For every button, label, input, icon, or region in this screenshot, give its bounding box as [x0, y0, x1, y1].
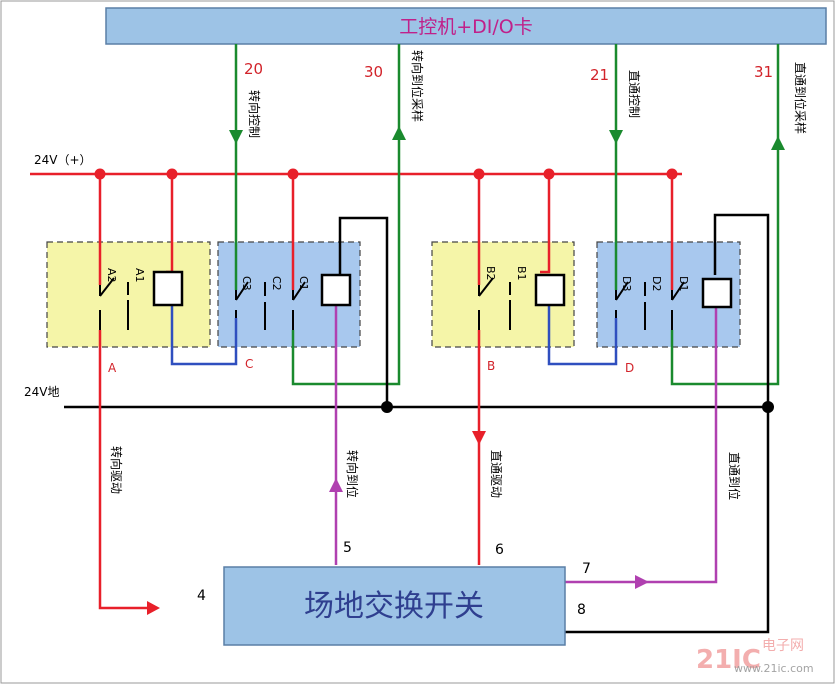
watermark-brand: 21IC: [696, 645, 761, 675]
straight-sample-arrow: [771, 136, 785, 150]
field-switch-label: 场地交换开关: [304, 589, 484, 624]
straight-control-arrow: [609, 130, 623, 144]
relay-label-c1: C1: [297, 276, 310, 291]
straight-control-label: 直通控制: [627, 70, 641, 118]
straight-drive-arrow: [472, 431, 486, 445]
blue-wires: [170, 305, 618, 366]
relay-contacts: [99, 277, 685, 330]
rail-24v-positive-label: 24V（+）: [34, 153, 92, 167]
node-label-c: C: [245, 357, 253, 371]
field-switch-box: [223, 566, 566, 646]
ground-dots: [381, 401, 774, 413]
turn-drive-arrow: [147, 601, 160, 615]
pin-8-label: 8: [577, 602, 586, 618]
coil-b: [534, 273, 566, 307]
node-label-b: B: [487, 359, 495, 373]
watermark-logo: 21IC 电子网 www.21ic.com: [696, 638, 814, 675]
turn-control-label: 转向控制: [247, 90, 262, 138]
rail-24v-ground-label: 24V地: [24, 385, 59, 399]
red-rail-dots: [94, 168, 678, 180]
magenta-wires: [334, 305, 718, 584]
relay-label-b2: B2: [484, 266, 497, 281]
black-wires: [338, 213, 770, 634]
coil-a: [152, 270, 184, 307]
turn-control-arrow: [229, 130, 243, 144]
coil-d: [701, 277, 733, 309]
relay-label-d1: D1: [677, 276, 690, 291]
watermark-cn: 电子网: [762, 638, 804, 654]
pin-5-label: 5: [343, 540, 352, 556]
straight-in-place-label: 直通到位: [727, 452, 742, 500]
pin-4-label: 4: [197, 588, 206, 604]
turn-in-place-label: 转向到位: [345, 450, 360, 498]
signal-number-21: 21: [590, 66, 609, 84]
node-label-a: A: [108, 361, 117, 375]
pin-7-label: 7: [582, 561, 591, 577]
signal-number-20: 20: [244, 60, 263, 78]
turn-in-place-arrow: [329, 478, 343, 492]
watermark-url: www.21ic.com: [734, 662, 814, 675]
pin-6-label: 6: [495, 542, 504, 558]
relay-label-c3: C3: [240, 276, 253, 291]
header-title: 工控机+DI/O卡: [399, 16, 533, 38]
node-label-d: D: [625, 361, 634, 375]
relay-label-a2: A2: [105, 268, 118, 283]
relay-label-d3: D3: [620, 276, 633, 291]
signal-number-30: 30: [364, 63, 383, 81]
coil-c: [320, 273, 352, 307]
straight-drive-label: 直通驱动: [489, 450, 503, 498]
relay-label-d2: D2: [650, 276, 663, 291]
turn-drive-label: 转向驱动: [109, 446, 124, 494]
relay-label-a1: A1: [133, 268, 146, 283]
turn-sample-arrow: [392, 126, 406, 140]
relay-label-c2: C2: [270, 276, 283, 291]
signal-number-31: 31: [754, 63, 773, 81]
header-box: [105, 7, 827, 45]
relay-label-b1: B1: [515, 266, 528, 281]
straight-feedback-sample-label: 直通到位采样: [793, 62, 808, 134]
straight-in-place-arrow: [635, 575, 649, 589]
green-wires: [234, 44, 780, 386]
turn-feedback-sample-label: 转向到位采样: [410, 50, 425, 122]
